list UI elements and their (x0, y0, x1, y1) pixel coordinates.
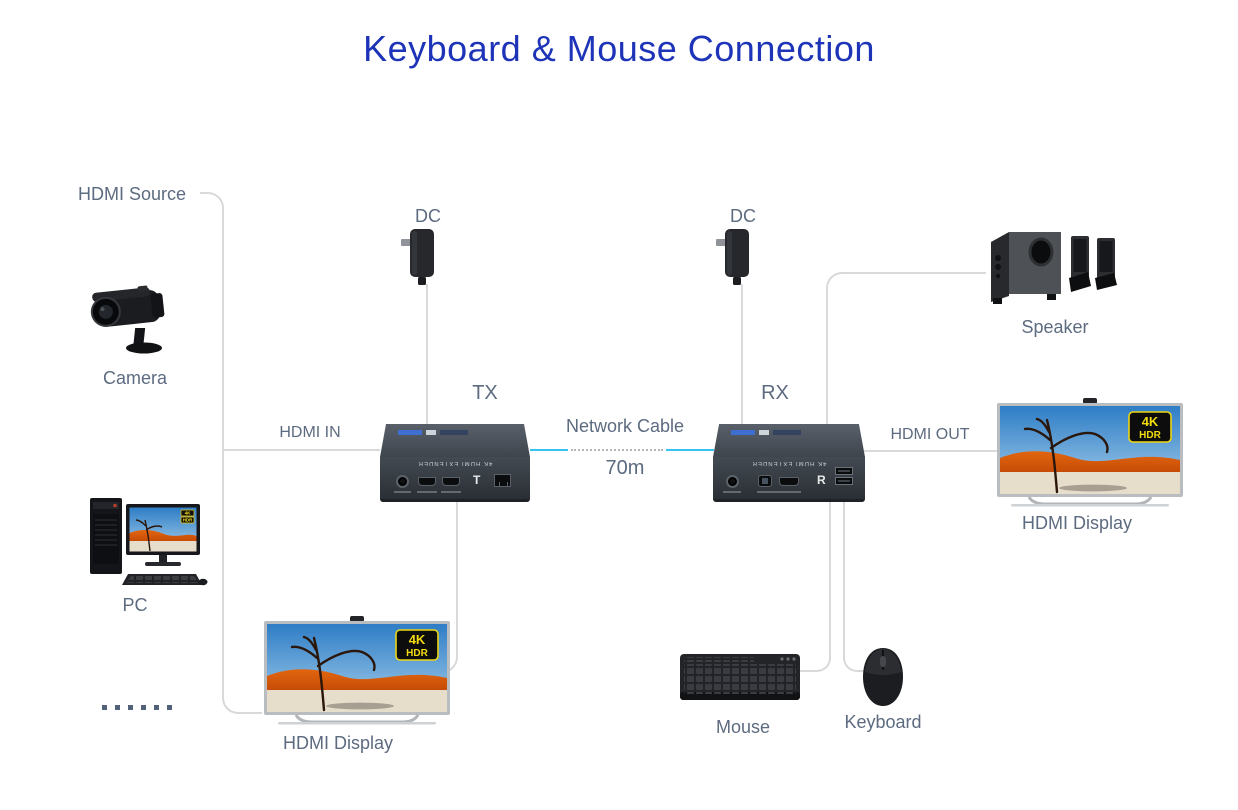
rx-box-top (713, 424, 865, 457)
speaker-label: Speaker (1021, 317, 1089, 337)
tx-sticker (440, 430, 468, 435)
rx-dc-jack (726, 475, 739, 488)
svg-text:4K: 4K (185, 511, 192, 516)
rx-usb-port-2 (835, 477, 853, 485)
hdmi-out-connector (864, 450, 998, 452)
camera-label: Camera (102, 368, 168, 388)
tx-extender-box: 4K HDMI EXTENDER T (380, 424, 530, 502)
hdmi-source-label: HDMI Source (78, 184, 187, 204)
dc-adapter-tx-image (401, 229, 434, 285)
tx-port-marking (417, 491, 437, 493)
svg-text:HDR: HDR (406, 648, 428, 659)
tx-hdmi-input-port (442, 477, 460, 486)
rx-label: RX (761, 382, 789, 404)
usb-mouse-connector (843, 497, 866, 672)
tx-sticker (426, 430, 436, 435)
rx-sticker (759, 430, 769, 435)
speaker-connector (826, 272, 986, 425)
hdmi-in-label: HDMI IN (279, 424, 341, 441)
cable-length-label: 70m (605, 457, 645, 479)
rx-box-front: 4K HDMI EXTENDER R (713, 457, 865, 502)
dc-tx-label: DC (415, 206, 441, 226)
tx-box-top (380, 424, 530, 457)
page-title: Keyboard & Mouse Connection (363, 28, 875, 69)
rx-port-marking (757, 491, 801, 493)
mouse-label: Mouse (715, 717, 771, 737)
dc-wire-rx (741, 284, 743, 425)
rx-letter: R (817, 473, 826, 487)
rx-hdmi-output-port (779, 477, 799, 486)
tx-rj45-port (494, 474, 511, 487)
speaker-satellite-1 (1069, 236, 1091, 292)
hdmi-source-bracket-top (200, 192, 224, 695)
hdmi-display-bottom-label: HDMI Display (282, 733, 393, 753)
tx-front-label: 4K HDMI EXTENDER (417, 460, 493, 466)
hdmi-out-label: HDMI OUT (890, 426, 970, 443)
rx-port-marking (723, 491, 741, 493)
camera-image (90, 285, 165, 354)
dc-adapter-rx-image (716, 229, 749, 285)
hdmi-display-bottom-badge: 4K HDR (395, 629, 439, 661)
speaker-satellite-2 (1095, 238, 1117, 290)
rx-optical-port (758, 475, 772, 487)
pc-badge: 4K HDR (180, 509, 195, 524)
svg-text:4K: 4K (1142, 414, 1159, 429)
hdmi-display-right-image: 4K HDR (997, 398, 1183, 507)
keyboard-label: Keyboard (844, 712, 922, 732)
tx-hdmi-output-port (418, 477, 436, 486)
dc-wire-tx (426, 284, 428, 425)
pc-label: PC (122, 595, 148, 615)
network-cable-label: Network Cable (565, 416, 685, 436)
rx-usb-port-1 (835, 467, 853, 475)
pc-image: 4K HDR (90, 498, 208, 586)
keyboard-image (680, 654, 800, 700)
rx-extender-box: 4K HDMI EXTENDER R (713, 424, 865, 502)
hdmi-in-connector (224, 449, 380, 451)
tx-letter: T (473, 473, 481, 487)
tx-label: TX (472, 382, 498, 404)
usb-keyboard-connector (799, 497, 831, 672)
tx-box-front: 4K HDMI EXTENDER T (380, 457, 530, 502)
hdmi-display-right-badge: 4K HDR (1128, 411, 1172, 443)
tx-port-marking (441, 491, 461, 493)
tx-sticker (398, 430, 422, 435)
hdmi-display-bottom-image: 4K HDR (264, 616, 450, 725)
mouse-image (863, 648, 903, 706)
hdmi-display-right-label: HDMI Display (1021, 513, 1132, 533)
hdmi-source-bracket-bottom (222, 694, 262, 714)
svg-text:HDR: HDR (1139, 430, 1161, 441)
svg-text:4K: 4K (409, 632, 426, 647)
rx-sticker (731, 430, 755, 435)
dc-rx-label: DC (730, 206, 756, 226)
tx-dc-jack (396, 475, 409, 488)
more-sources-ellipsis (102, 705, 172, 710)
rx-front-label: 4K HDMI EXTENDER (751, 460, 827, 466)
svg-text:HDR: HDR (183, 518, 193, 523)
rx-sticker (773, 430, 801, 435)
tx-port-marking (394, 491, 411, 493)
network-cable-dotted-segment (571, 449, 663, 451)
speaker-image (991, 232, 1117, 304)
rx-usb-ports (835, 467, 853, 486)
